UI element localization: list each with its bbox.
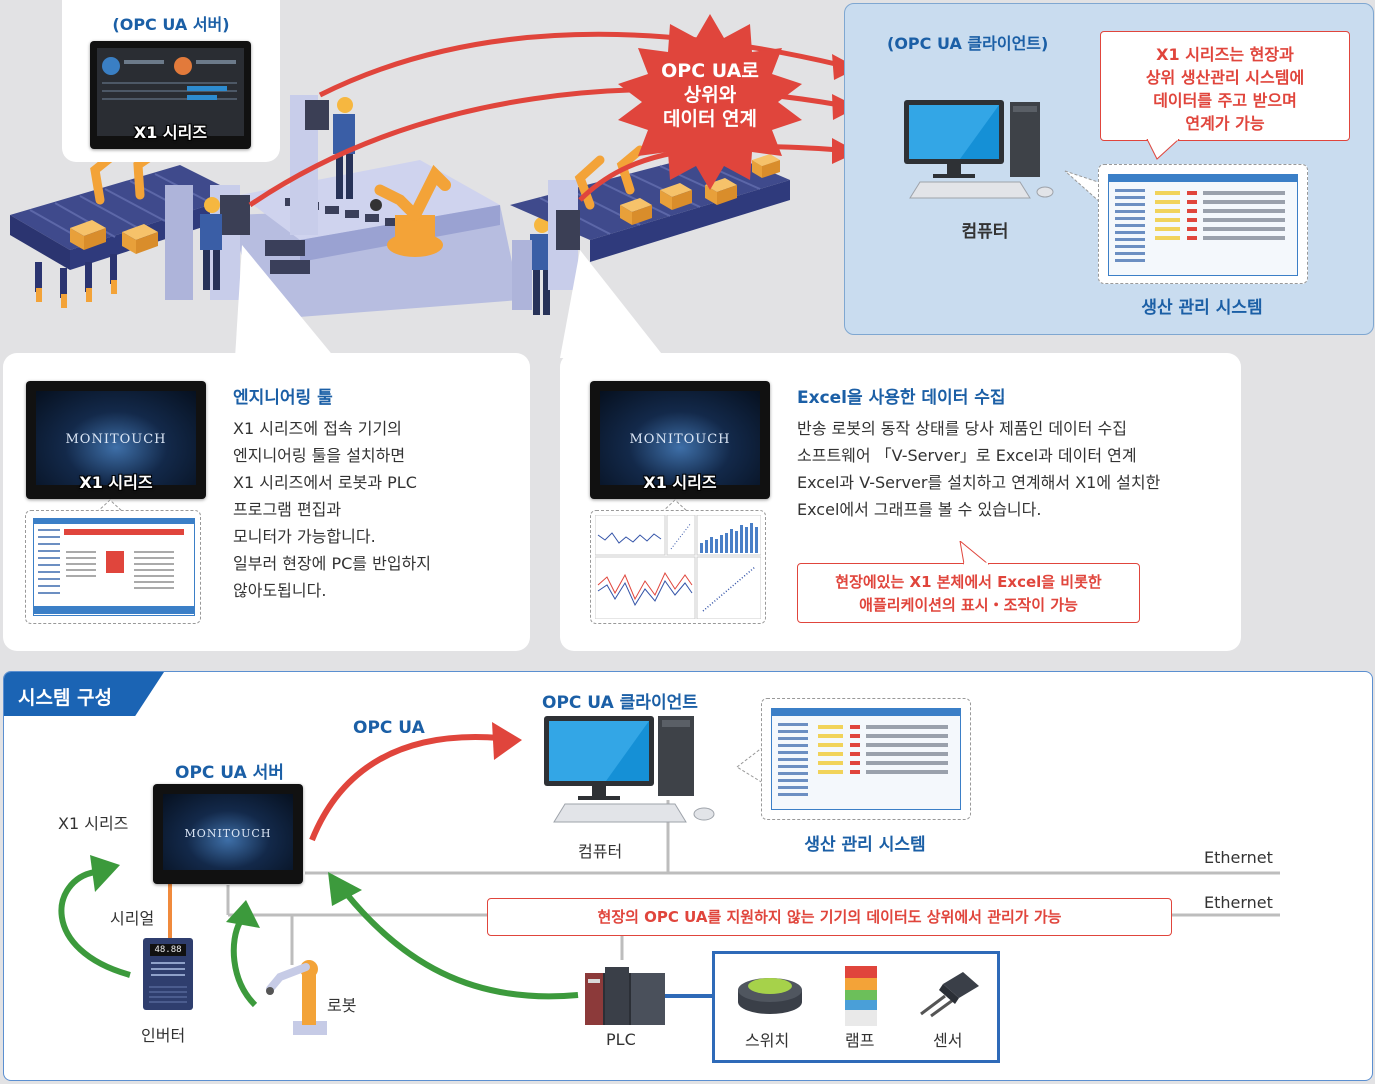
x1-series-label: X1 시리즈	[58, 814, 129, 833]
client-callout-line-1: X1 시리즈는 현장과	[1156, 45, 1294, 64]
computer-label: 컴퓨터	[961, 222, 1009, 242]
burst-line-2: 상위와	[683, 84, 737, 106]
switch-label: 스위치	[745, 1031, 790, 1050]
client-panel-title: (OPC UA 클라이언트)	[887, 34, 1049, 53]
factory-illustration	[10, 31, 858, 320]
system-callout: 현장의 OPC UA를 지원하지 않는 기기의 데이터도 상위에서 관리가 가능	[487, 898, 1172, 936]
engineering-tool-card: MONITOUCH X1 시리즈 엔지니어링 툴 X1 시리즈에 접속 기기의 …	[3, 353, 530, 651]
opcua-protocol-label: OPC UA	[353, 718, 425, 738]
body-line: 일부러 현장에 PC를 반입하지	[233, 554, 431, 573]
opcua-client-panel: (OPC UA 클라이언트) X1 시리즈는 현장과 상위 생산관리 시스템에 …	[844, 3, 1374, 335]
client-callout-line-3: 데이터를 주고 받으며	[1153, 91, 1297, 110]
body-line: Excel에서 그래프를 볼 수 있습니다.	[797, 500, 1042, 519]
engineering-tool-body: X1 시리즈에 접속 기기의 엔지니어링 툴을 설치하면 X1 시리즈에서 로봇…	[233, 415, 431, 604]
body-line: 않아도됩니다.	[233, 581, 327, 600]
burst-line-1: OPC UA로	[661, 60, 759, 82]
body-line: 프로그램 편집과	[233, 500, 342, 519]
ethernet-label-2: Ethernet	[1204, 893, 1273, 912]
excel-callout-line-2: 애플리케이션의 표시・조작이 가능	[859, 596, 1078, 614]
inverter-icon: 48.88	[143, 938, 193, 1010]
opcua-server-card: (OPC UA 서버) X1 시리즈	[62, 0, 280, 162]
client-callout-line-2: 상위 생산관리 시스템에	[1145, 68, 1305, 87]
body-line: X1 시리즈에서 로봇과 PLC	[233, 473, 417, 492]
client-callout: X1 시리즈는 현장과 상위 생산관리 시스템에 데이터를 주고 받으며 연계가…	[1100, 31, 1350, 141]
x1-monitor: X1 시리즈	[90, 41, 251, 149]
server-card-title: (OPC UA 서버)	[112, 15, 230, 34]
inverter-display: 48.88	[150, 944, 186, 956]
monitouch-logo: MONITOUCH	[184, 827, 272, 841]
excel-graphs-thumb	[590, 510, 766, 624]
excel-card-body: 반송 로봇의 동작 상태를 당사 제품인 데이터 수집 소프트웨어 「V-Ser…	[797, 415, 1160, 523]
server-title: OPC UA 서버	[175, 763, 284, 783]
x1-monitor: MONITOUCH X1 시리즈	[26, 381, 206, 499]
body-line: X1 시리즈에 접속 기기의	[233, 419, 402, 438]
screen-bubble-tail	[1064, 170, 1102, 205]
sensor-label: 센서	[933, 1031, 963, 1050]
client-callout-line-4: 연계가 가능	[1185, 114, 1265, 133]
production-system-label: 생산 관리 시스템	[804, 835, 926, 855]
computer-icon	[544, 716, 715, 823]
callout-tail	[1146, 139, 1180, 160]
graph-thumbnails	[595, 515, 761, 619]
burst-line-3: 데이터 연계	[662, 108, 757, 130]
system-tab	[4, 672, 164, 716]
body-line: 소프트웨어 「V-Server」로 Excel과 데이터 연계	[797, 446, 1137, 465]
x1-screen-label: X1 시리즈	[79, 473, 153, 492]
body-line: Excel과 V-Server를 설치하고 연계해서 X1에 설치한	[797, 473, 1161, 492]
lamp-label: 램프	[845, 1031, 875, 1050]
thumb-bubble-tail	[660, 499, 690, 513]
production-system-thumb	[1098, 164, 1308, 284]
plc-label: PLC	[606, 1030, 636, 1049]
excel-callout: 현장에있는 X1 본체에서 Excel을 비롯한 애플리케이션의 표시・조작이 …	[797, 563, 1140, 623]
opcua-burst: OPC UA로 상위와 데이터 연계	[610, 12, 810, 192]
serial-label: 시리얼	[110, 909, 155, 928]
device-group: 스위치 램프 센서	[712, 951, 1000, 1063]
excel-callout-line-1: 현장에있는 X1 본체에서 Excel을 비롯한	[835, 573, 1102, 591]
monitouch-logo: MONITOUCH	[65, 432, 167, 448]
lamp-icon	[845, 966, 877, 1026]
ethernet-label-1: Ethernet	[1204, 848, 1273, 867]
thumb-bubble-tail	[95, 499, 125, 513]
system-tab-title: 시스템 구성	[18, 687, 113, 709]
sensor-icon	[920, 972, 979, 1018]
client-title: OPC UA 클라이언트	[542, 693, 698, 713]
body-line: 모니터가 가능합니다.	[233, 527, 376, 546]
engineering-tool-title: 엔지니어링 툴	[233, 388, 333, 408]
robot-label: 로봇	[327, 996, 357, 1015]
x1-monitor: MONITOUCH X1 시리즈	[590, 381, 770, 499]
body-line: 엔지니어링 툴을 설치하면	[233, 446, 406, 465]
computer-label: 컴퓨터	[578, 842, 623, 861]
x1-monitor: MONITOUCH	[153, 784, 303, 884]
burst-shape	[618, 14, 802, 190]
production-system-label: 생산 관리 시스템	[1141, 298, 1263, 318]
callout-pointers	[235, 245, 665, 358]
plc-icon	[585, 967, 665, 1025]
dashboard-screen	[97, 48, 244, 136]
engineering-tool-thumb	[25, 510, 201, 624]
x1-screen-label: X1 시리즈	[133, 123, 208, 142]
computer-icon	[904, 100, 1054, 199]
switch-icon	[738, 978, 802, 1014]
monitouch-logo: MONITOUCH	[629, 432, 731, 448]
x1-screen-label: X1 시리즈	[643, 473, 717, 492]
excel-callout-tail	[959, 541, 990, 565]
excel-card-title: Excel을 사용한 데이터 수집	[797, 388, 1006, 408]
inverter-label: 인버터	[141, 1026, 186, 1045]
robot-icon	[266, 960, 327, 1035]
excel-data-card: MONITOUCH X1 시리즈 Excel을 사용한 데이터 수집 반송 로봇…	[560, 353, 1241, 651]
production-system-thumb	[761, 698, 971, 820]
body-line: 반송 로봇의 동작 상태를 당사 제품인 데이터 수집	[797, 419, 1128, 438]
